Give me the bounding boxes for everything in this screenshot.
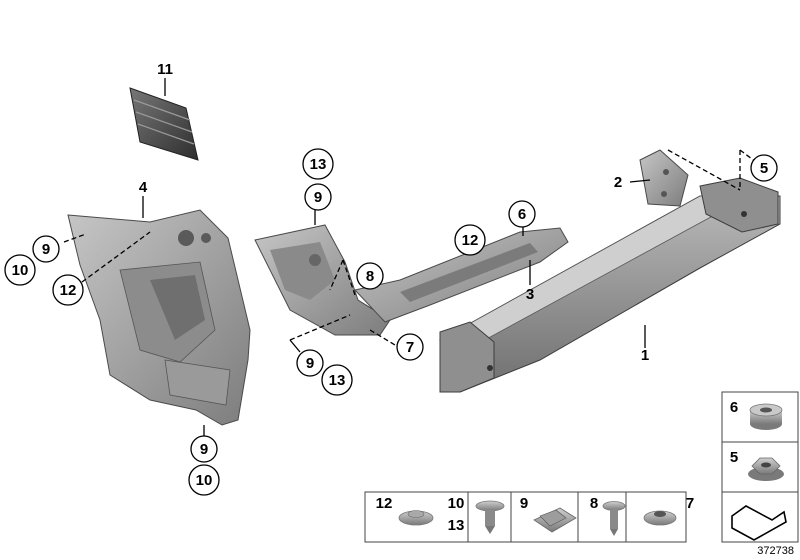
svg-text:6: 6 <box>730 399 738 416</box>
key-cell-8 <box>577 491 627 543</box>
svg-text:12: 12 <box>376 495 393 512</box>
part-2-plate <box>639 149 689 207</box>
parts-key-column: 6 5 <box>721 391 799 493</box>
svg-text:5: 5 <box>760 160 768 177</box>
svg-text:9: 9 <box>306 355 314 372</box>
callout-7: 7 <box>396 333 424 361</box>
svg-text:7: 7 <box>686 495 694 512</box>
svg-text:7: 7 <box>406 339 414 356</box>
svg-text:12: 12 <box>60 282 77 299</box>
svg-text:12: 12 <box>462 232 479 249</box>
svg-text:10: 10 <box>196 472 213 489</box>
svg-text:8: 8 <box>590 495 598 512</box>
svg-text:13: 13 <box>310 156 327 173</box>
label-3: 3 <box>526 286 534 303</box>
callout-8: 8 <box>356 262 384 290</box>
label-2: 2 <box>614 174 622 191</box>
callout-9-top: 9 <box>304 183 332 211</box>
svg-text:8: 8 <box>366 268 374 285</box>
callout-5: 5 <box>750 154 778 182</box>
callout-13-top: 13 <box>302 148 334 180</box>
svg-text:9: 9 <box>42 241 50 258</box>
part-4-bracket <box>67 209 251 426</box>
callout-10-left: 10 <box>4 254 36 286</box>
label-1: 1 <box>641 347 649 364</box>
drawing-number: 372738 <box>757 545 794 557</box>
parts-key-row: 12 10 13 9 8 7 <box>364 491 799 543</box>
svg-text:9: 9 <box>314 189 322 206</box>
callout-9-mid: 9 <box>296 349 324 377</box>
svg-text:13: 13 <box>448 517 465 534</box>
key-cell-5 <box>721 441 799 493</box>
part-11-grille <box>129 87 199 161</box>
svg-text:9: 9 <box>200 441 208 458</box>
part-labels: 11 4 2 1 3 <box>139 61 649 364</box>
label-4: 4 <box>139 179 148 196</box>
callout-10-bottom: 10 <box>188 464 220 496</box>
svg-text:9: 9 <box>520 495 528 512</box>
circled-callouts: 5 6 12 13 9 8 7 9 13 9 10 12 9 10 <box>4 148 778 496</box>
callout-9-bottom: 9 <box>190 435 218 463</box>
part-1-beam <box>438 177 781 393</box>
svg-text:10: 10 <box>448 495 465 512</box>
callout-12-mid: 12 <box>454 224 486 256</box>
callout-13-mid: 13 <box>321 364 353 396</box>
leader-lines <box>63 78 757 438</box>
svg-text:10: 10 <box>12 262 29 279</box>
part-3-bracket <box>254 224 569 336</box>
callout-9-left: 9 <box>32 235 60 263</box>
callout-12-left: 12 <box>52 274 84 306</box>
svg-text:6: 6 <box>518 206 526 223</box>
label-11: 11 <box>157 61 173 78</box>
svg-text:5: 5 <box>730 449 738 466</box>
svg-text:13: 13 <box>329 372 346 389</box>
callout-6: 6 <box>508 200 536 228</box>
